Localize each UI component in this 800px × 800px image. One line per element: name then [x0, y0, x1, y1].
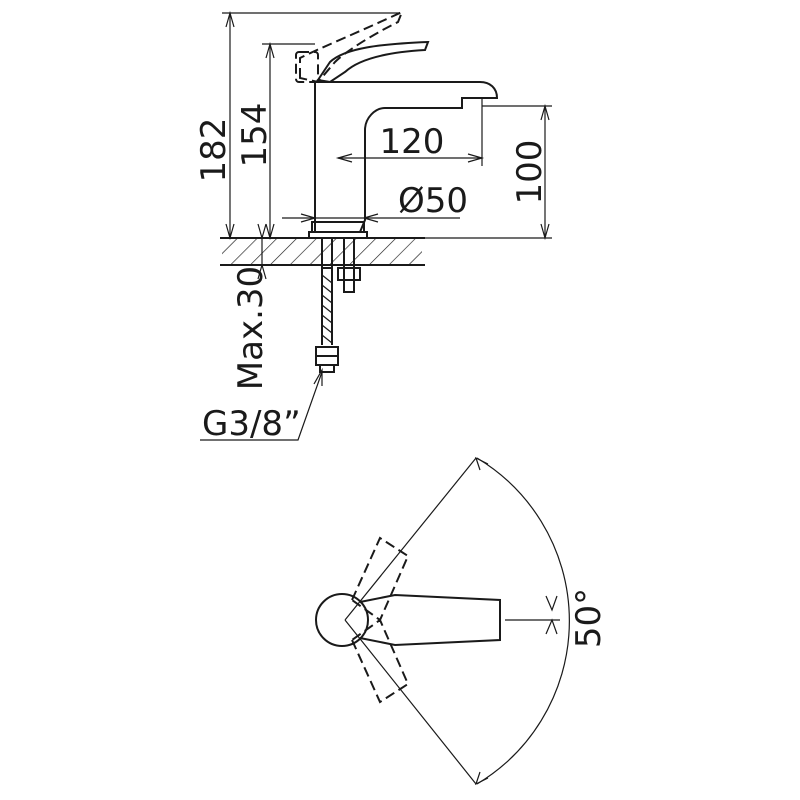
arc-arrow-mid-down — [545, 618, 558, 635]
limit-line-upper — [344, 457, 477, 621]
arrow-154-bottom — [265, 223, 275, 241]
base-plate — [308, 231, 368, 239]
flex-hose — [321, 268, 333, 345]
lever-centre-position — [359, 593, 501, 647]
arrow-d50-left — [300, 213, 318, 223]
arrow-182-top — [225, 10, 235, 28]
rotation-arc — [476, 457, 570, 785]
arrow-120-left — [335, 153, 353, 163]
lever-upper-position — [350, 536, 410, 622]
arrow-120-right — [467, 153, 485, 163]
base-ring — [311, 221, 365, 233]
arrow-154-top — [265, 41, 275, 59]
limit-line-lower — [344, 619, 477, 785]
side-view: 182 154 120 100 Ø50 Max.30 G3/ — [194, 10, 552, 444]
arrow-100-top — [540, 103, 550, 121]
dim-label-max30: Max.30 — [231, 266, 271, 390]
mounting-nut — [337, 267, 361, 281]
body-circle — [315, 593, 369, 647]
mounting-stud-right — [343, 237, 355, 293]
thread-leader — [200, 371, 323, 441]
arrow-d50-right — [361, 213, 379, 223]
dim-label-182: 182 — [194, 118, 234, 183]
angle-label: 50° — [569, 588, 609, 648]
thread-label: G3/8” — [202, 404, 301, 444]
arrow-182-bottom — [225, 223, 235, 241]
dim-label-120: 120 — [380, 122, 445, 162]
dim-label-100: 100 — [510, 140, 550, 205]
mounting-stud-left — [321, 237, 333, 269]
lever-handle-raised — [299, 10, 404, 84]
arrow-max30-top — [257, 223, 267, 241]
cartridge-cap-raised — [295, 51, 319, 83]
hose-tail — [319, 365, 335, 373]
faucet-body — [314, 81, 499, 233]
thread-leader-arrow — [313, 367, 323, 386]
dim-label-d50: Ø50 — [398, 181, 468, 221]
lever-lower-position — [350, 618, 410, 704]
hose-nut — [315, 346, 339, 366]
flex-hose-braid — [321, 274, 333, 344]
dim-label-154: 154 — [235, 103, 275, 168]
arrow-100-bottom — [540, 223, 550, 241]
arc-arrow-mid-up — [545, 595, 558, 612]
top-view: 50° — [315, 456, 609, 786]
